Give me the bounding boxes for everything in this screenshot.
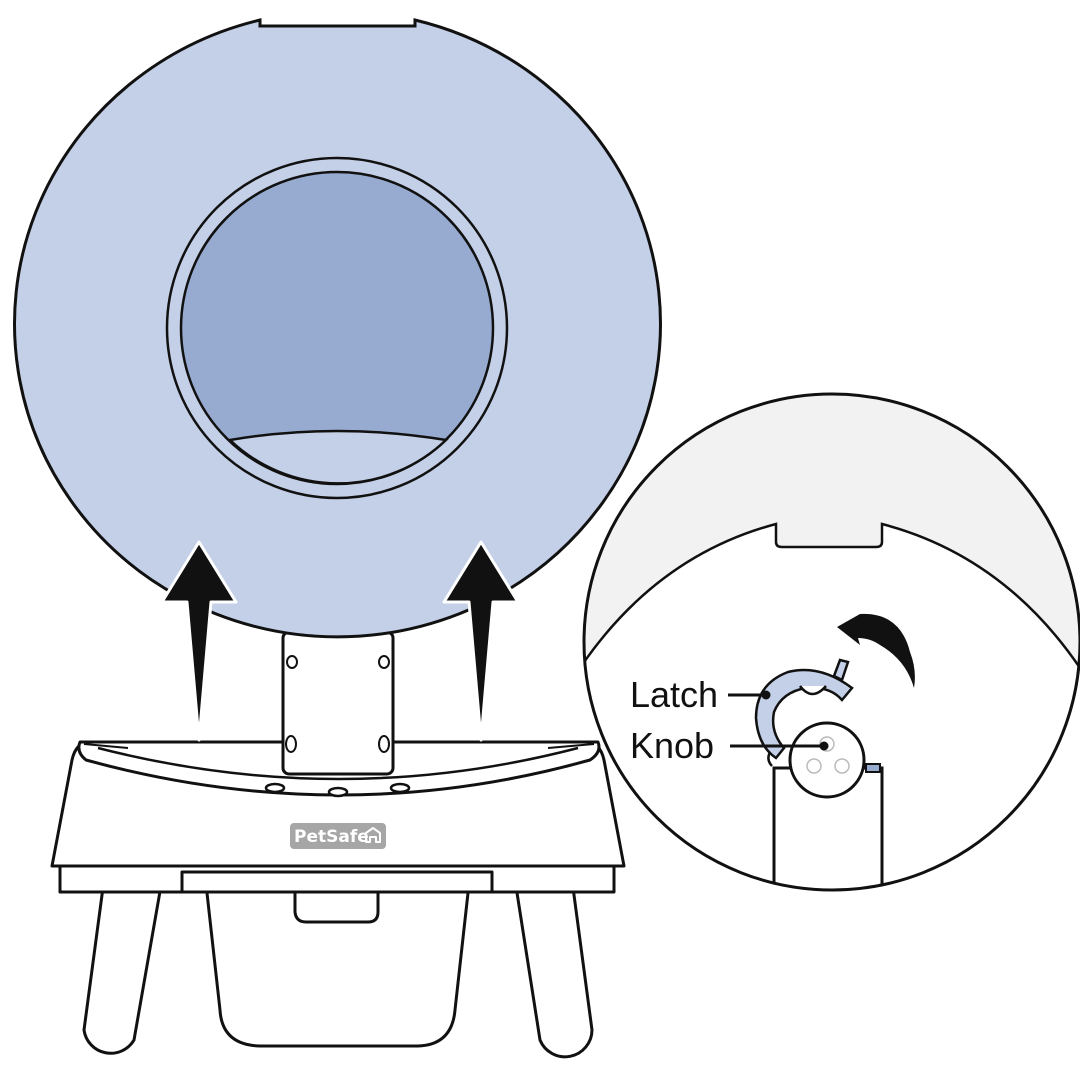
petsafe-logo: PetSafe [290,823,386,849]
detail-border [582,392,1080,892]
rotate-arrow-icon [837,613,915,688]
base-rim-lip-right [547,743,595,749]
bracket-screw-bl [285,735,297,753]
bracket-screw-tl [286,655,298,669]
latch-label: Latch [630,674,718,715]
bracket-screw-tr [378,655,390,669]
drawer-slot [180,870,494,894]
globe-floor [227,429,449,485]
support-bracket [281,630,395,776]
base-vent-3 [389,782,411,794]
base-unit: PetSafe [50,740,626,1059]
knob [788,721,866,799]
left-leg [82,878,164,1055]
latch-hook [767,751,773,767]
base-vent-1 [264,782,286,794]
lift-arrows [160,540,520,742]
detail-view: Latch Knob [582,392,1080,892]
knob-hole-3 [834,758,850,774]
knob-leader-dot [819,741,829,751]
base-vent-2 [327,786,349,798]
latch-pin [832,658,850,682]
base-rim-lip-left [83,743,129,749]
knob-hole-2 [806,758,822,774]
waste-drawer [203,873,472,1048]
logo-text: PetSafe [294,827,369,847]
detail-stand-tab [865,763,881,773]
up-arrow-icon [442,540,520,742]
latch-leader-dot [761,690,771,700]
drawer-handle [293,892,380,924]
latch-notch [799,685,827,696]
knob-label: Knob [630,725,714,766]
up-arrow-icon [160,540,238,742]
bracket-plate [281,630,395,776]
bracket-screw-br [378,735,390,753]
detail-globe-edge [584,522,1080,890]
home-icon [365,827,381,843]
globe [13,18,662,639]
base-rim-inner [97,746,579,781]
right-leg [513,878,594,1059]
